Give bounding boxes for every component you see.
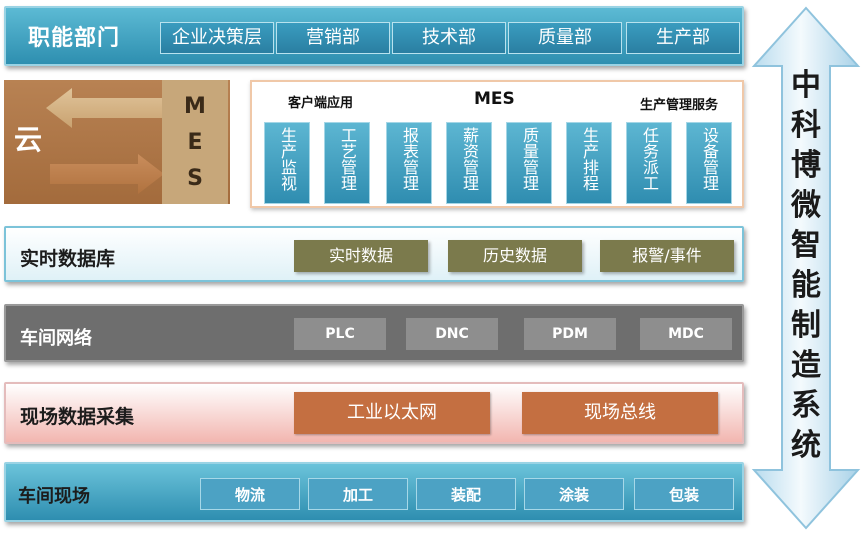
vertical-double-arrow	[751, 6, 861, 530]
historical-data-box: 历史数据	[448, 240, 582, 272]
workshop-network-layer: 车间网络 PLC DNC PDM MDC	[4, 304, 744, 362]
realtime-data-box: 实时数据	[294, 240, 428, 272]
floor-packaging: 包装	[634, 478, 734, 510]
module-report-management: 报表管理	[386, 122, 432, 204]
floor-coating: 涂装	[524, 478, 624, 510]
departments-title: 职能部门	[28, 26, 121, 51]
mes-letter-s: S	[187, 166, 203, 191]
mes-letter-e: E	[187, 130, 203, 155]
realtime-database-layer: 实时数据库 实时数据 历史数据 报警/事件	[4, 226, 744, 282]
cloud-label: 云	[14, 123, 43, 156]
module-production-scheduling: 生产排程	[566, 122, 612, 204]
workshop-floor-layer: 车间现场 物流 加工 装配 涂装 包装	[4, 462, 744, 522]
module-quality-management: 质量管理	[506, 122, 552, 204]
mes-letter-m: M	[184, 94, 206, 119]
bidirectional-arrows	[46, 88, 164, 194]
dept-marketing: 营销部	[276, 22, 390, 54]
field-data-collection-layer: 现场数据采集 工业以太网 现场总线	[4, 382, 744, 444]
floor-assembly: 装配	[416, 478, 516, 510]
industrial-ethernet-box: 工业以太网	[294, 392, 490, 434]
network-pdm: PDM	[524, 318, 616, 350]
module-equipment-management: 设备管理	[686, 122, 732, 204]
network-dnc: DNC	[406, 318, 498, 350]
field-data-collection-title: 现场数据采集	[20, 406, 135, 428]
realtime-database-title: 实时数据库	[20, 248, 116, 270]
system-name-vertical-label: 中科博微智能制造系统	[791, 68, 821, 463]
mes-title: MES	[474, 89, 515, 109]
departments-layer: 职能部门 企业决策层 营销部 技术部 质量部 生产部	[4, 6, 744, 66]
alarm-event-box: 报警/事件	[600, 240, 734, 272]
client-application-label: 客户端应用	[288, 96, 354, 111]
fieldbus-box: 现场总线	[522, 392, 718, 434]
workshop-floor-title: 车间现场	[18, 486, 90, 507]
network-plc: PLC	[294, 318, 386, 350]
production-service-label: 生产管理服务	[640, 98, 719, 113]
dept-technology: 技术部	[392, 22, 506, 54]
floor-processing: 加工	[308, 478, 408, 510]
module-production-monitoring: 生产监视	[264, 122, 310, 204]
network-mdc: MDC	[640, 318, 732, 350]
dept-enterprise-decision: 企业决策层	[160, 22, 274, 54]
floor-logistics: 物流	[200, 478, 300, 510]
dept-quality: 质量部	[508, 22, 622, 54]
mes-vertical-block: M E S	[162, 80, 228, 204]
module-process-management: 工艺管理	[324, 122, 370, 204]
dept-production: 生产部	[626, 22, 740, 54]
module-payroll-management: 薪资管理	[446, 122, 492, 204]
mes-modules-panel: 客户端应用 MES 生产管理服务 生产监视 工艺管理 报表管理 薪资管理 质量管…	[250, 80, 744, 208]
module-task-dispatch: 任务派工	[626, 122, 672, 204]
workshop-network-title: 车间网络	[20, 328, 92, 349]
